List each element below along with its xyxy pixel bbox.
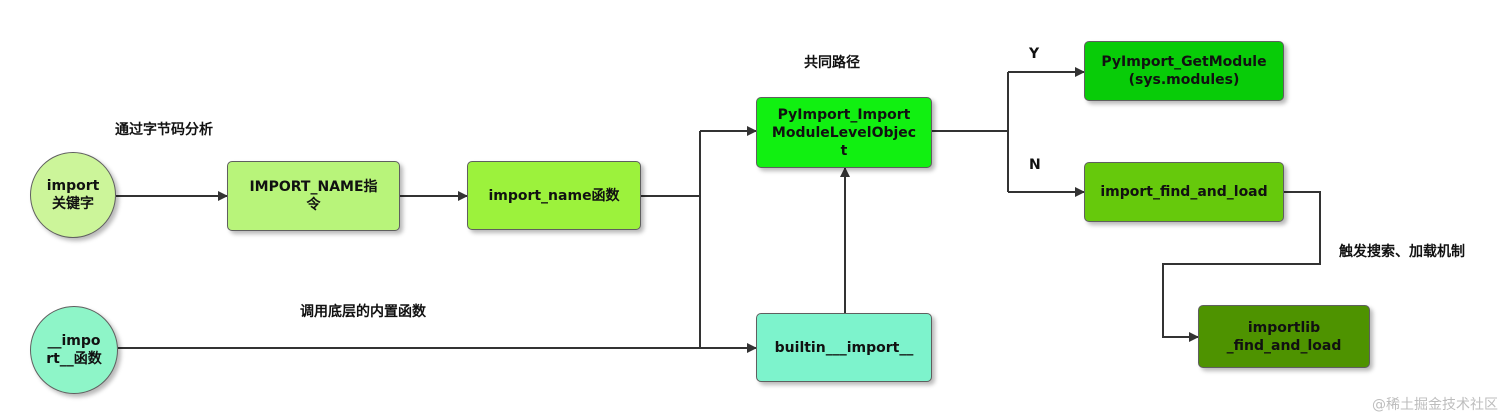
label-yes: Y bbox=[1029, 46, 1040, 62]
label-bytecode-analysis: 通过字节码分析 bbox=[115, 122, 213, 138]
builtin-import-node: builtin___import__ bbox=[756, 313, 932, 382]
import-keyword-node: import 关键字 bbox=[30, 152, 116, 238]
label-call-builtin: 调用底层的内置函数 bbox=[300, 304, 426, 320]
get-module-node: PyImport_GetModule (sys.modules) bbox=[1084, 41, 1284, 101]
importlib-find-and-load-node: importlib _find_and_load bbox=[1198, 305, 1370, 368]
import-name-function-node: import_name函数 bbox=[467, 161, 641, 230]
import-find-and-load-node: import_find_and_load bbox=[1084, 162, 1284, 222]
label-common-path: 共同路径 bbox=[804, 55, 860, 71]
edge-findload-to-importlib bbox=[1162, 191, 1321, 342]
dunder-import-function-node: __impo rt__函数 bbox=[30, 306, 118, 394]
label-no: N bbox=[1029, 157, 1041, 173]
import-name-instruction-node: IMPORT_NAME指 令 bbox=[227, 161, 400, 231]
label-trigger-search-load: 触发搜索、加载机制 bbox=[1339, 244, 1465, 260]
watermark: @稀土掘金技术社区 bbox=[1372, 397, 1498, 413]
import-module-level-object-node: PyImport_Import ModuleLevelObjec t bbox=[756, 97, 932, 168]
